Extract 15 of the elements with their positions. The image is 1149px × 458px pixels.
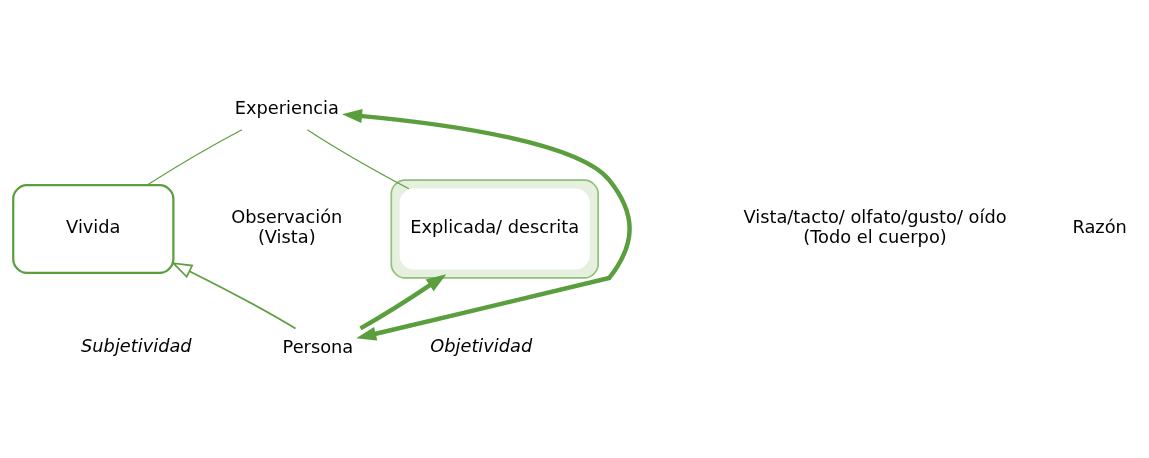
connector	[306, 129, 410, 190]
label: Subjetividad	[81, 334, 192, 356]
node-box: Vivida	[12, 183, 175, 275]
arrow	[171, 262, 297, 330]
arrow	[342, 109, 632, 341]
connector	[146, 129, 243, 186]
node-text: Experiencia	[234, 96, 339, 118]
label: Vista/tacto/ olfato/gusto/ oído (Todo el cuerpo)	[743, 206, 1007, 248]
label: Observación (Vista)	[231, 206, 343, 248]
label: Objetividad	[430, 334, 533, 356]
arrow	[359, 274, 447, 331]
cluster	[390, 179, 599, 279]
node-box: Explicada/ descrita	[399, 188, 590, 270]
node-text: Persona	[282, 335, 354, 357]
label: Razón	[1072, 216, 1127, 238]
